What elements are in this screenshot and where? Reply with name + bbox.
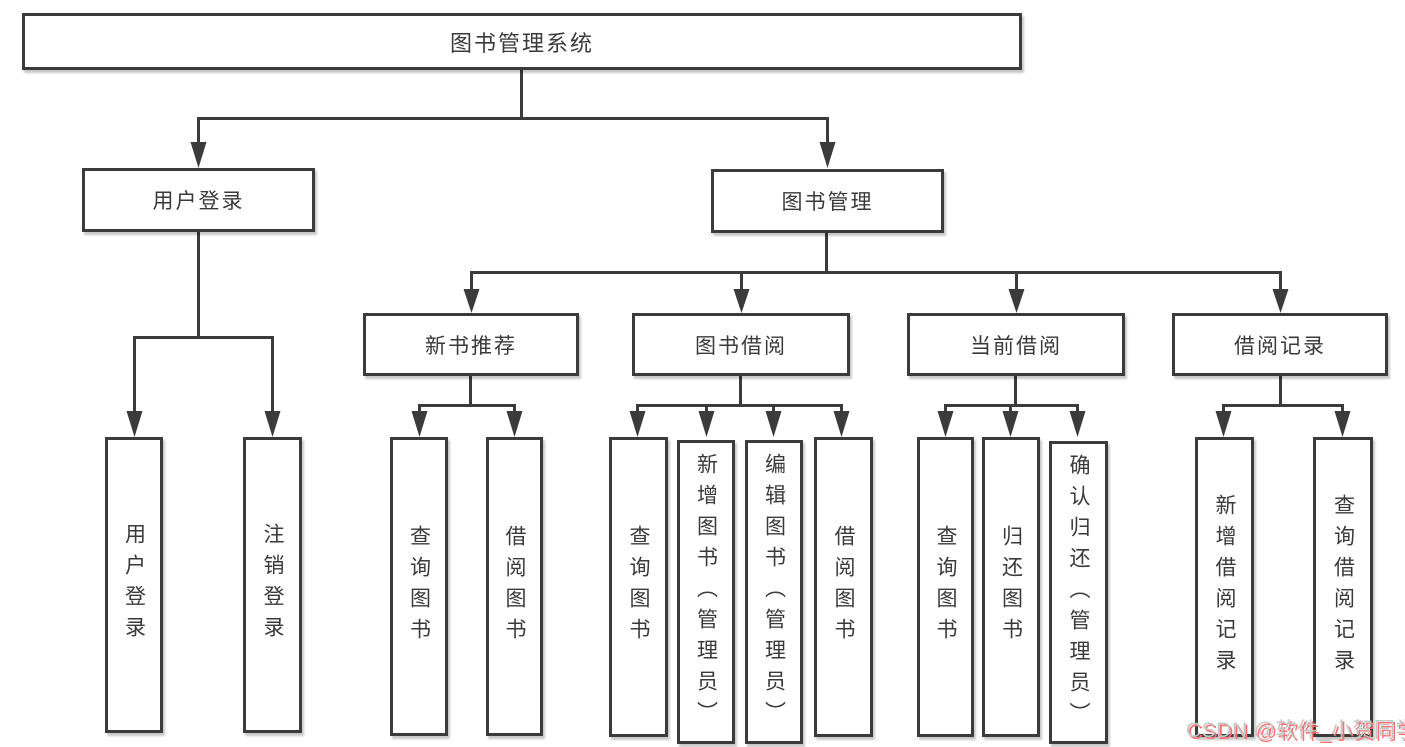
node-book-borrow: 图书借阅 [632,313,850,376]
arrowhead-cb-return [1002,411,1019,437]
arrowhead-cb-confirm [1069,411,1086,437]
leaf-rec-borrow-books-label: 借阅图书 [503,524,526,649]
node-user-login-label: 用户登录 [152,190,245,213]
arrowhead-cb-query [937,411,954,437]
arrowhead-bb-edit [765,411,782,437]
leaf-bb-add-books: 新增图书（管理员） [677,440,735,744]
arrowhead-leaf-user-login [126,411,143,437]
node-current-borrow-label: 当前借阅 [970,334,1062,358]
arrowhead-bb-query [629,411,646,437]
connector-records-split [1222,376,1344,413]
leaf-br-add-record-label: 新增借阅记录 [1213,494,1236,680]
connector-borrow-split [636,376,843,413]
node-root-label: 图书管理系统 [449,30,594,56]
leaf-user-login-label: 用户登录 [122,523,146,647]
leaf-rec-borrow-books: 借阅图书 [486,437,543,736]
connector-current-split [944,376,1079,413]
arrowhead-br-add [1215,411,1232,437]
node-new-book-rec-label: 新书推荐 [425,334,517,358]
leaf-br-query-record-label: 查询借阅记录 [1331,494,1355,680]
arrowhead-br-query [1334,411,1351,437]
leaf-cb-confirm-return-label: 确认归还（管理员） [1067,454,1090,733]
node-root: 图书管理系统 [22,13,1022,70]
leaf-bb-query-books-label: 查询图书 [627,525,650,649]
leaf-rec-query-books-label: 查询图书 [407,524,431,649]
arrowhead-new-book-rec [463,289,480,313]
arrowhead-book-borrow [733,289,750,313]
arrowhead-rec-query [411,411,428,437]
leaf-rec-query-books: 查询图书 [390,437,448,736]
connector-mgmt-split [470,233,1282,291]
node-borrow-records: 借阅记录 [1172,313,1388,376]
leaf-bb-query-books: 查询图书 [609,437,668,737]
node-book-borrow-label: 图书借阅 [695,334,787,358]
leaf-user-login: 用户登录 [105,437,163,733]
leaf-bb-borrow-books: 借阅图书 [814,437,873,737]
node-book-mgmt-label: 图书管理 [781,191,874,214]
leaf-br-query-record: 查询借阅记录 [1313,437,1373,737]
node-book-mgmt: 图书管理 [711,169,944,233]
node-borrow-records-label: 借阅记录 [1234,334,1326,358]
leaf-logout: 注销登录 [243,437,302,733]
arrowhead-leaf-logout [264,411,281,437]
leaf-bb-borrow-books-label: 借阅图书 [832,525,855,649]
leaf-cb-confirm-return: 确认归还（管理员） [1049,441,1108,744]
arrowhead-bb-borrow [833,411,850,437]
connector-newbook-split [418,376,516,413]
leaf-cb-query-books-label: 查询图书 [934,525,957,649]
arrowhead-bb-add [698,411,715,437]
node-current-borrow: 当前借阅 [907,313,1125,376]
leaf-bb-add-books-label: 新增图书（管理员） [694,453,718,732]
leaf-bb-edit-books: 编辑图书（管理员） [745,440,803,744]
node-user-login: 用户登录 [82,168,315,232]
arrowhead-borrow-records [1272,289,1289,313]
leaf-logout-label: 注销登录 [261,523,284,647]
connector-root-split [197,70,829,144]
arrowhead-current-borrow [1008,289,1025,313]
connector-login-split [133,232,274,413]
node-new-book-rec: 新书推荐 [363,313,579,376]
leaf-br-add-record: 新增借阅记录 [1195,437,1254,737]
arrowhead-book-mgmt [819,142,836,168]
leaf-bb-edit-books-label: 编辑图书（管理员） [762,453,786,732]
leaf-cb-query-books: 查询图书 [917,437,974,737]
csdn-watermark: CSDN @软件_小贺同学 [1186,719,1405,742]
leaf-cb-return-books: 归还图书 [982,437,1040,737]
arrowhead-user-login [190,142,207,168]
arrowhead-rec-borrow [506,411,523,437]
leaf-cb-return-books-label: 归还图书 [999,525,1023,649]
